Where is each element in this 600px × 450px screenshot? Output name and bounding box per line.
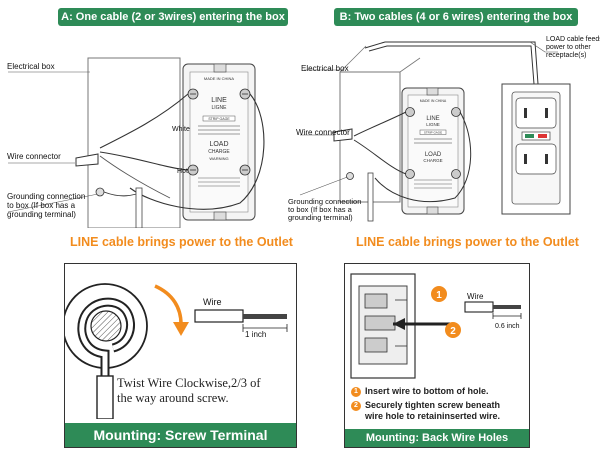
outlet-a: MADE IN CHINA LINE LIGNE STRIP GAGE LOAD… bbox=[182, 63, 256, 221]
diagram-a: MADE IN CHINA LINE LIGNE STRIP GAGE LOAD… bbox=[7, 57, 265, 228]
back-wire-panel: 1 2 Wire 0.6 inch 1 Insert wire to botto… bbox=[344, 263, 530, 448]
diagram-b: MADE IN CHINA LINE LIGNE STRIP GAGE LOAD… bbox=[299, 41, 571, 222]
svg-text:1: 1 bbox=[436, 290, 442, 301]
label-wire-connector-a: Wire connector bbox=[7, 152, 61, 161]
back-wire-steps: 1 Insert wire to bottom of hole. 2 Secur… bbox=[351, 386, 500, 422]
banner-b: B: Two cables (4 or 6 wires) entering th… bbox=[334, 8, 578, 26]
banner-a: A: One cable (2 or 3wires) entering the … bbox=[58, 8, 288, 26]
label-load-note: LOAD cable feeds power to other receptac… bbox=[546, 36, 600, 59]
svg-text:2: 2 bbox=[450, 326, 456, 337]
step-2-badge: 2 bbox=[351, 400, 361, 411]
svg-text:MADE IN CHINA: MADE IN CHINA bbox=[420, 99, 447, 103]
label-hot: Hot bbox=[177, 168, 188, 175]
svg-text:LOAD: LOAD bbox=[425, 152, 442, 158]
svg-text:LINE: LINE bbox=[426, 116, 439, 122]
label-grounding-a: Grounding connection to box (If box has … bbox=[7, 192, 86, 219]
label-wire-connector-b: Wire connector bbox=[296, 128, 350, 137]
svg-text:WARNING: WARNING bbox=[209, 156, 228, 161]
measure-label-left: 1 inch bbox=[245, 330, 267, 339]
back-wire-illustration: 1 2 bbox=[350, 273, 522, 379]
footer-back-wire: Mounting: Back Wire Holes bbox=[345, 429, 529, 447]
screw-terminal-illustration bbox=[65, 283, 288, 419]
wire-label-left: Wire bbox=[203, 297, 222, 307]
caption-line-b: LINE cable brings power to the Outlet bbox=[356, 235, 579, 249]
receptacle-b bbox=[501, 83, 571, 215]
wire-label-right: Wire bbox=[467, 292, 484, 301]
screw-instruction: Twist Wire Clockwise,2/3 of the way arou… bbox=[117, 376, 261, 405]
svg-text:STRIP GAGE: STRIP GAGE bbox=[208, 117, 230, 121]
outlet-b: MADE IN CHINA LINE LIGNE STRIP GAGE LOAD… bbox=[401, 87, 465, 215]
step-1-badge: 1 bbox=[351, 386, 361, 397]
screw-terminal-panel: Wire 1 inch Twist Wire Clockwise,2/3 of … bbox=[64, 263, 297, 448]
measure-label-right: 0.6 inch bbox=[495, 323, 520, 330]
svg-text:LIGNE: LIGNE bbox=[426, 122, 440, 127]
svg-text:CHARGE: CHARGE bbox=[423, 158, 442, 163]
svg-text:LIGNE: LIGNE bbox=[211, 105, 227, 111]
made-in-text: MADE IN CHINA bbox=[204, 76, 235, 81]
label-electrical-box-a: Electrical box bbox=[7, 62, 55, 71]
label-grounding-b: Grounding connection to box (If box has … bbox=[288, 197, 362, 222]
footer-screw-terminal: Mounting: Screw Terminal bbox=[65, 423, 296, 447]
svg-text:STRIP GAGE: STRIP GAGE bbox=[424, 131, 442, 135]
label-electrical-box-b: Electrical box bbox=[301, 64, 349, 73]
svg-text:LOAD: LOAD bbox=[209, 141, 228, 148]
step-1: 1 Insert wire to bottom of hole. bbox=[351, 386, 500, 397]
svg-text:LINE: LINE bbox=[211, 97, 227, 104]
svg-text:CHARGE: CHARGE bbox=[208, 149, 230, 155]
step-2: 2 Securely tighten screw beneath bbox=[351, 400, 500, 411]
label-white: White bbox=[172, 126, 190, 133]
caption-line-a: LINE cable brings power to the Outlet bbox=[70, 235, 293, 249]
